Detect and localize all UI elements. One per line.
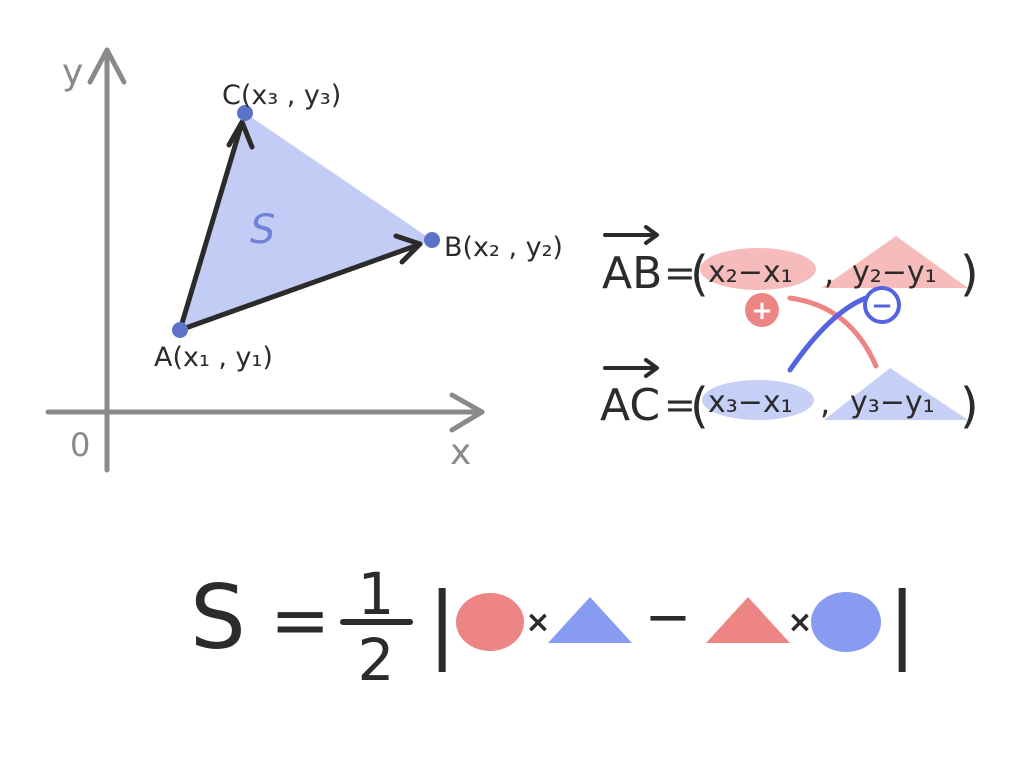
blue-cross-stroke — [787, 295, 869, 373]
red-ellipse-highlight — [700, 248, 816, 290]
vector-ac-equals: = — [664, 383, 696, 427]
point-c-label: C(x₃ , y₃) — [222, 80, 341, 111]
absolute-bar-right: | — [888, 574, 916, 672]
vector-ac-open-paren: ( — [690, 378, 709, 434]
vector-ab-close-paren: ) — [960, 246, 979, 302]
vector-ab-arrow — [177, 242, 421, 333]
red-triangle-highlight — [822, 236, 968, 288]
vector-ac-comma: , — [820, 384, 830, 422]
red-cross-stroke — [787, 295, 879, 369]
y-axis-arrowhead — [87, 47, 127, 85]
absolute-bar-left: | — [428, 574, 456, 672]
area-symbol: S — [250, 207, 275, 253]
vector-ab-name: AB — [602, 248, 662, 299]
vector-ab-overline-arrowhead — [644, 225, 659, 245]
vector-ab-y-component: y₂−y₁ — [852, 255, 937, 290]
point-a-label: A(x₁ , y₁) — [154, 342, 273, 373]
triangle-abc: S A(x₁ , y₁) B(x₂ , y₂) C(x₃ , y₃) — [154, 80, 563, 373]
vector-ac-arrow — [177, 123, 244, 333]
red-ellipse-icon — [456, 593, 524, 651]
y-axis-label: y — [62, 52, 83, 93]
blue-ellipse-highlight — [702, 380, 814, 420]
point-c — [237, 105, 253, 121]
vector-ab-expression: AB = ( x₂−x₁ , y₂−y₁ ) — [602, 225, 979, 302]
plus-sign-circle — [745, 293, 779, 327]
blue-ellipse-icon — [811, 592, 881, 652]
formula-lhs: S — [190, 566, 246, 669]
minus-sign: − — [871, 291, 893, 321]
multiply-sign-1: × — [525, 605, 550, 640]
x-axis-label: x — [450, 432, 471, 473]
red-triangle-icon — [706, 597, 790, 643]
point-b — [424, 232, 440, 248]
vector-ab-comma: , — [824, 254, 834, 292]
fraction-denominator: 2 — [358, 626, 395, 694]
vector-ab-arrowhead — [393, 233, 423, 265]
vector-ab-open-paren: ( — [690, 246, 709, 302]
triangle-area — [180, 113, 432, 330]
vector-ab-equals: = — [664, 251, 696, 295]
blue-triangle-icon — [548, 597, 632, 643]
formula-equals: = — [270, 578, 330, 662]
blue-triangle-highlight — [824, 368, 968, 420]
vector-ac-arrowhead — [226, 119, 255, 150]
vector-ac-overline-arrowhead — [644, 358, 659, 378]
vector-ac-y-component: y₃−y₁ — [850, 385, 935, 420]
vector-ac-expression: AC = ( x₃−x₁ , y₃−y₁ ) — [600, 358, 979, 434]
origin-label: 0 — [70, 426, 90, 464]
vector-ab-x-component: x₂−x₁ — [708, 255, 793, 290]
vector-ac-close-paren: ) — [960, 378, 979, 434]
plus-sign: + — [751, 296, 773, 326]
cross-multiplication-strokes: + − — [745, 286, 901, 373]
point-b-label: B(x₂ , y₂) — [444, 232, 563, 263]
coordinate-axes: y x 0 — [45, 47, 485, 473]
fraction-numerator: 1 — [358, 560, 395, 628]
vector-ac-x-component: x₃−x₁ — [708, 385, 793, 420]
vector-ac-name: AC — [600, 380, 660, 431]
minus-sign-circle — [863, 286, 901, 324]
area-formula: S = 1 2 | × − × | — [190, 560, 916, 694]
multiply-sign-2: × — [787, 605, 812, 640]
x-axis-arrowhead — [449, 392, 485, 433]
point-a — [172, 322, 188, 338]
formula-minus: − — [645, 585, 692, 650]
